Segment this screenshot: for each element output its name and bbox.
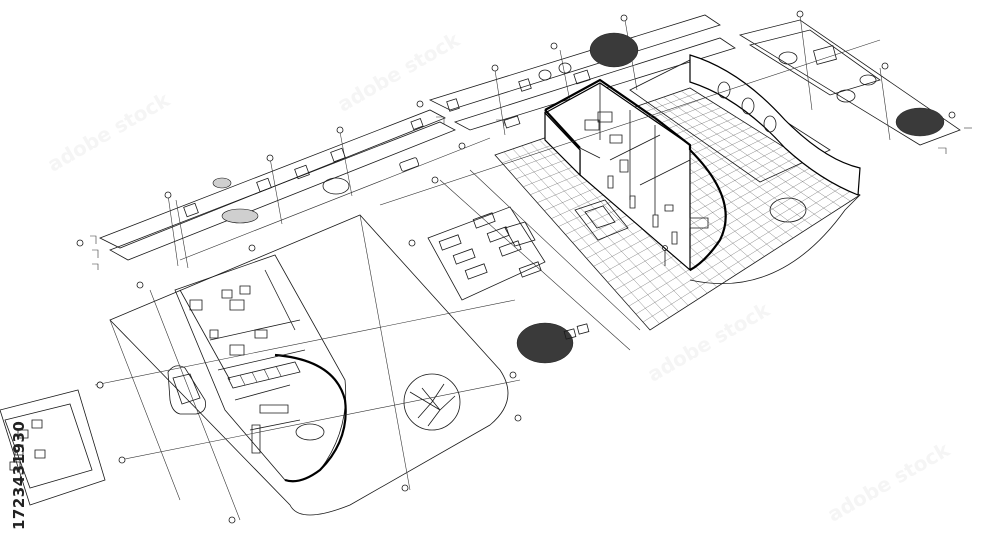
floor-plan-far-left (0, 390, 105, 505)
tree-icon (896, 108, 944, 136)
parking-bays (428, 207, 545, 300)
paving-grid-line (681, 91, 850, 201)
paving-grid-line (672, 94, 841, 207)
paving-grid-line (663, 97, 831, 213)
strip-top-left (77, 101, 490, 388)
stair (228, 362, 300, 388)
paving-grid-line (622, 176, 829, 299)
tree-icon (213, 178, 258, 223)
table-icon (296, 424, 324, 440)
car-icon (575, 200, 628, 240)
floor-plan-lower (95, 215, 521, 523)
car-icon (168, 366, 206, 414)
paving-grid-line (643, 190, 852, 322)
car-icon (399, 157, 419, 172)
paving-grid-line (646, 103, 813, 225)
stock-id-label: 1723431930 (10, 420, 28, 530)
paving-grid-line (629, 180, 837, 306)
sofa-icon (610, 135, 628, 172)
paving-grid-line (655, 100, 822, 219)
paving-grid-line (636, 185, 845, 314)
table-icon (665, 205, 708, 228)
main-house-3d (380, 40, 880, 363)
person-icon (663, 246, 668, 267)
paving-grid-line (615, 171, 822, 291)
paving-grid-line (608, 166, 814, 282)
strip-top-right (740, 11, 972, 154)
bed-icon (585, 112, 612, 130)
tree-icon (404, 374, 460, 430)
paving-grid-line (594, 156, 799, 266)
tree-icon (590, 33, 638, 67)
strip-top-middle (409, 15, 735, 246)
tree-icon (517, 323, 573, 363)
